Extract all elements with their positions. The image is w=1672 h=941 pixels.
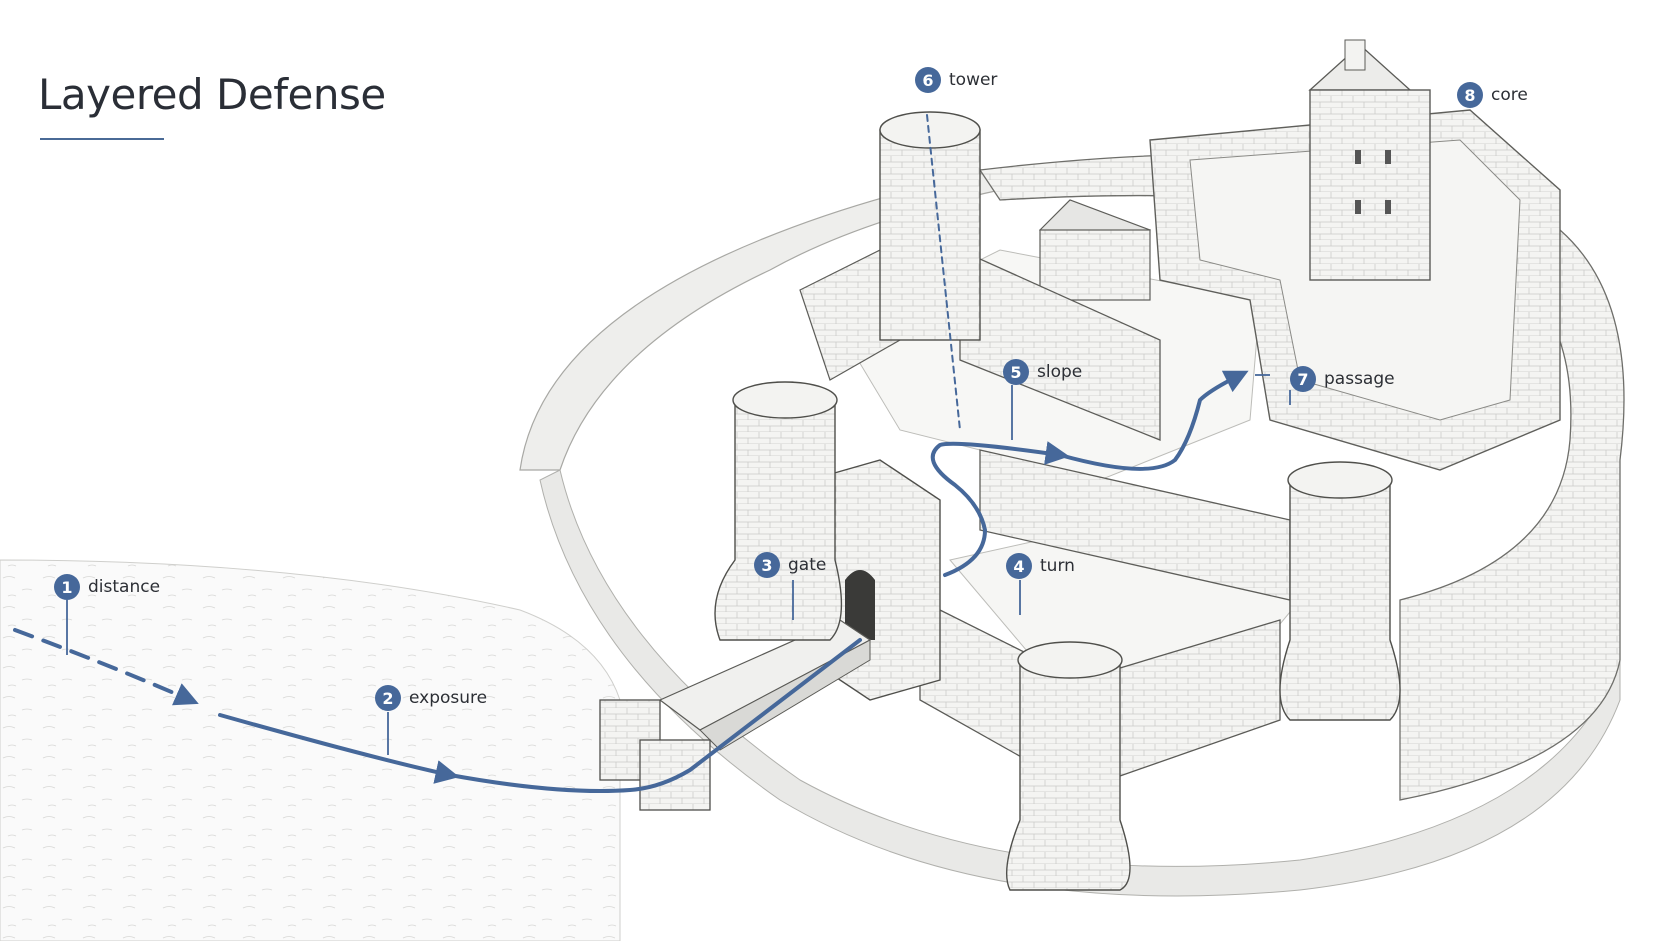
callout-distance: 1 distance <box>54 574 160 600</box>
title-underline <box>40 138 164 140</box>
tower-northwest <box>880 112 980 340</box>
callout-exposure: 2 exposure <box>375 685 487 711</box>
callout-badge: 2 <box>375 685 401 711</box>
callout-badge: 6 <box>915 67 941 93</box>
callout-label: tower <box>949 70 997 90</box>
callout-label: turn <box>1040 556 1075 576</box>
callout-badge: 7 <box>1290 366 1316 392</box>
page-title: Layered Defense <box>38 70 386 119</box>
callout-passage: 7 passage <box>1290 366 1395 392</box>
callout-badge: 5 <box>1003 359 1029 385</box>
callout-label: core <box>1491 85 1528 105</box>
tower-south <box>1007 642 1130 890</box>
callout-label: distance <box>88 577 160 597</box>
callout-tower: 6 tower <box>915 67 997 93</box>
callout-core: 8 core <box>1457 82 1528 108</box>
callout-turn: 4 turn <box>1006 553 1075 579</box>
callout-label: gate <box>788 555 826 575</box>
callout-badge: 1 <box>54 574 80 600</box>
tower-west <box>715 382 841 640</box>
tower-east <box>1280 462 1400 720</box>
callout-badge: 8 <box>1457 82 1483 108</box>
callout-label: slope <box>1037 362 1082 382</box>
callout-slope: 5 slope <box>1003 359 1082 385</box>
callout-label: passage <box>1324 369 1395 389</box>
callout-badge: 4 <box>1006 553 1032 579</box>
keep-tower <box>1310 40 1430 280</box>
chapel <box>1040 200 1150 300</box>
callout-label: exposure <box>409 688 487 708</box>
callout-badge: 3 <box>754 552 780 578</box>
callout-gate: 3 gate <box>754 552 826 578</box>
